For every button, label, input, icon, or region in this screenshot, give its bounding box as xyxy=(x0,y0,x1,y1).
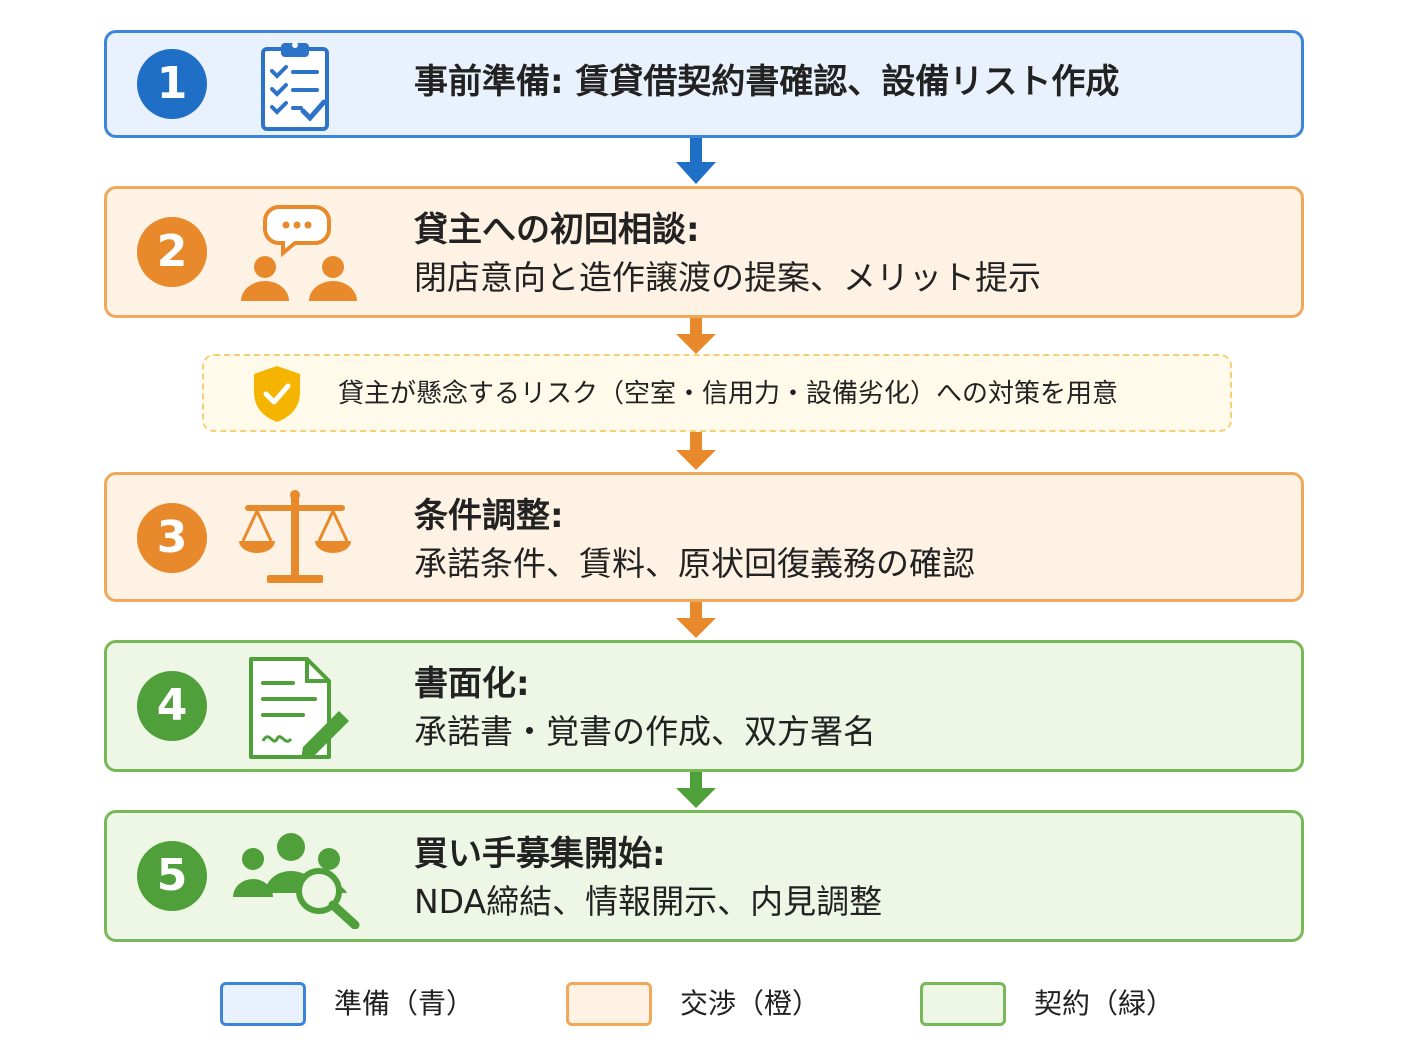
arrow-down-icon xyxy=(676,602,716,638)
arrow-down-icon xyxy=(676,138,716,184)
step-3-box: 3 条件調整: 承諾条件、賃料、原状回復義務の確認 xyxy=(104,472,1304,602)
step-4-number: 4 xyxy=(137,671,207,741)
legend-label-orange: 交渉（橙） xyxy=(680,987,821,1020)
arrow-down-icon xyxy=(676,432,716,470)
team-search-icon xyxy=(233,833,360,929)
legend-label-blue: 準備（青） xyxy=(334,987,475,1020)
consultation-icon xyxy=(241,205,357,301)
legend-label-green: 契約（緑） xyxy=(1034,987,1175,1020)
arrow-down-icon xyxy=(676,318,716,354)
step-3-number: 3 xyxy=(137,503,207,573)
step-1-box: 1 事前準備: 賃貸借契約書確認、設備リスト作成 xyxy=(104,30,1304,138)
checklist-icon xyxy=(261,42,329,131)
legend-swatch-blue xyxy=(220,982,306,1026)
step-1-title: 事前準備: 賃貸借契約書確認、設備リスト作成 xyxy=(414,62,1120,102)
step-5-title: 買い手募集開始: xyxy=(414,834,666,874)
legend-swatch-green xyxy=(920,982,1006,1026)
step-3-title: 条件調整: xyxy=(414,496,564,536)
step-2-box: 2 貸主への初回相談: 閉店意向と造作譲渡の提案、メリット提示 xyxy=(104,186,1304,318)
arrow-down-icon xyxy=(676,772,716,808)
step-2-number: 2 xyxy=(137,217,207,287)
step-4-title: 書面化: xyxy=(414,664,530,704)
step-1-number: 1 xyxy=(137,49,207,119)
signed-document-icon xyxy=(249,657,349,759)
risk-note-text: 貸主が懸念するリスク（空室・信用力・設備劣化）への対策を用意 xyxy=(338,379,1119,409)
step-4-box: 4 書面化: 承諾書・覚書の作成、双方署名 xyxy=(104,640,1304,772)
step-2-detail: 閉店意向と造作譲渡の提案、メリット提示 xyxy=(414,258,1041,297)
step-4-detail: 承諾書・覚書の作成、双方署名 xyxy=(414,712,876,751)
step-5-box: 5 買い手募集開始: NDA締結、情報開示、内見調整 xyxy=(104,810,1304,942)
legend-swatch-orange xyxy=(566,982,652,1026)
risk-countermeasure-note: 貸主が懸念するリスク（空室・信用力・設備劣化）への対策を用意 xyxy=(202,354,1232,432)
scales-icon xyxy=(239,490,351,583)
step-3-detail: 承諾条件、賃料、原状回復義務の確認 xyxy=(414,544,975,583)
step-2-title: 貸主への初回相談: xyxy=(414,210,700,250)
shield-check-icon xyxy=(254,366,300,422)
step-5-detail: NDA締結、情報開示、内見調整 xyxy=(414,882,883,921)
step-5-number: 5 xyxy=(137,841,207,911)
